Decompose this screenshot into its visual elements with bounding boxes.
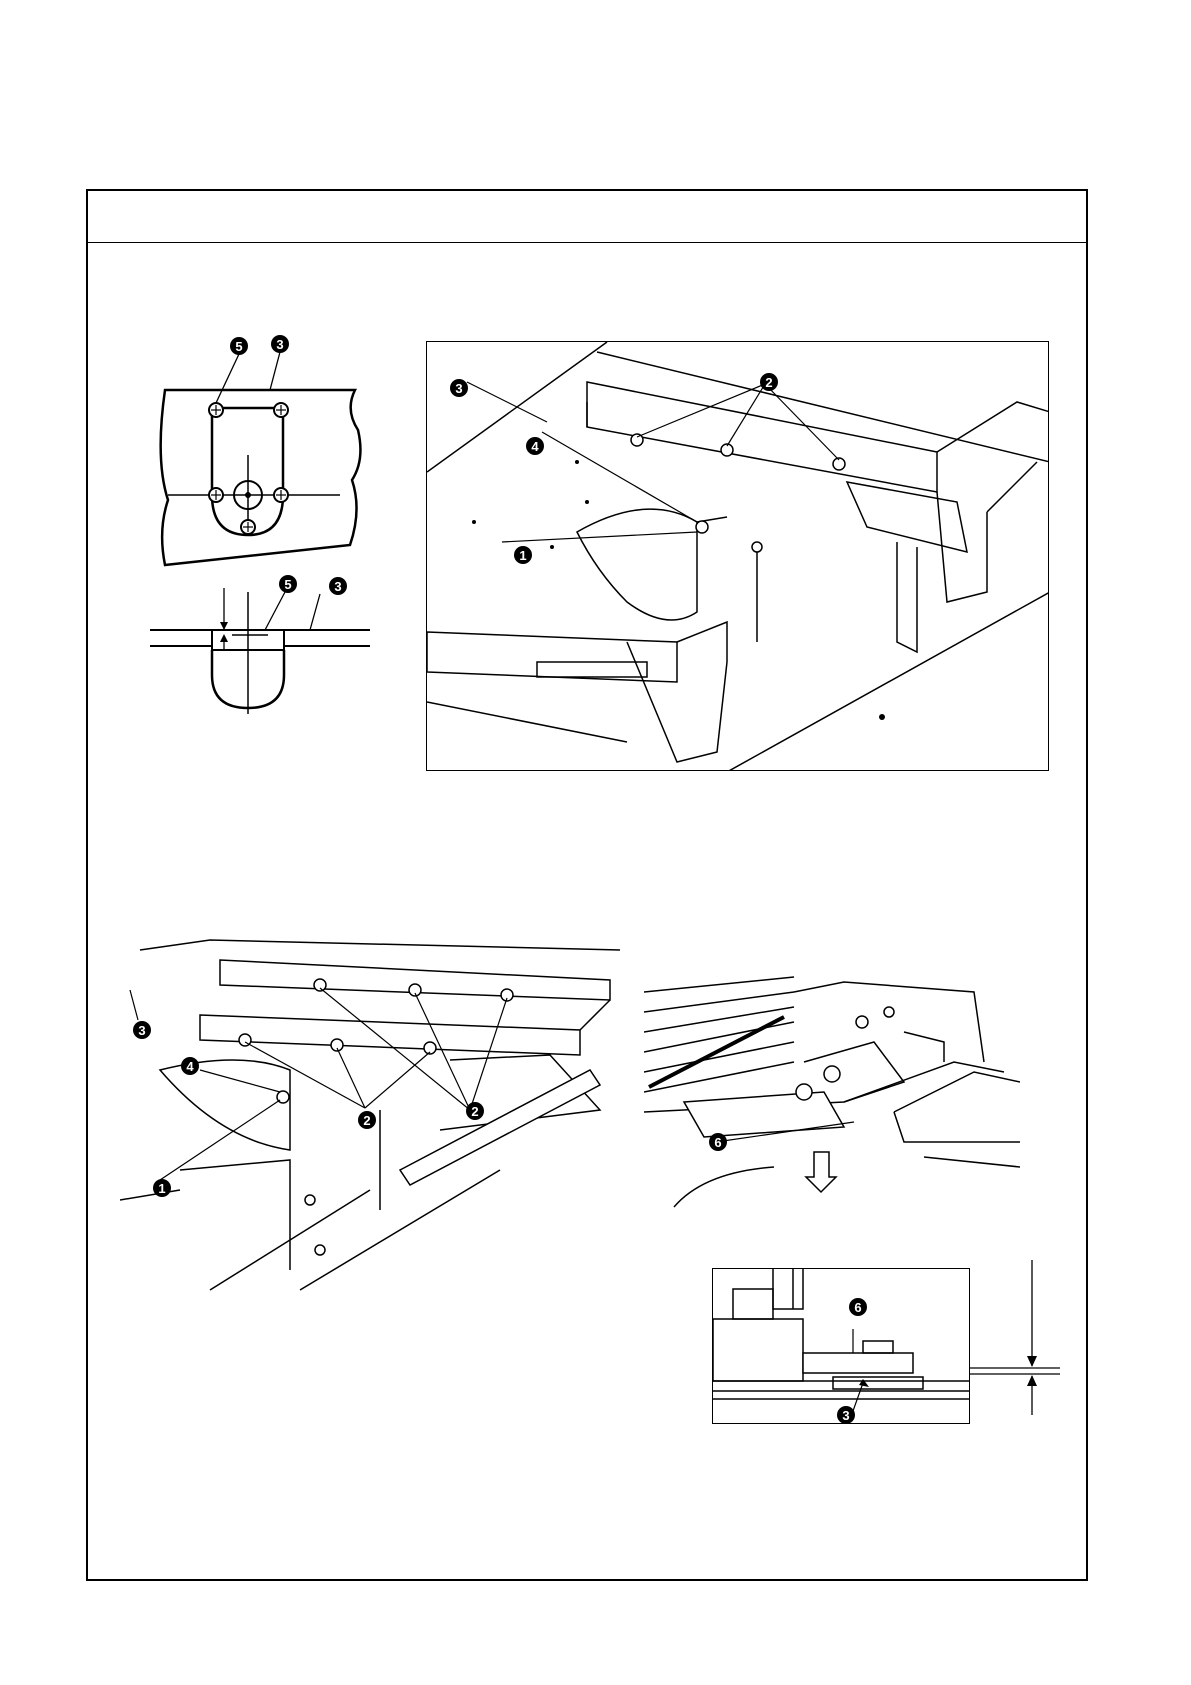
clearance-dimension-drawing <box>970 1260 1060 1420</box>
svg-text:3: 3 <box>842 1408 849 1423</box>
svg-text:3: 3 <box>334 579 341 594</box>
dimension-arrow-up-icon <box>1027 1375 1037 1386</box>
callout-2: 2 <box>760 373 778 391</box>
figure-perspective-bottom: 3 4 2 2 1 <box>120 930 620 1310</box>
callout-3-top: 3 <box>271 335 289 353</box>
callout-3: 3 <box>133 1021 151 1039</box>
schematic-drawing: 5 3 5 3 <box>140 330 380 720</box>
svg-text:2: 2 <box>363 1113 370 1128</box>
svg-text:1: 1 <box>519 548 526 563</box>
svg-text:6: 6 <box>714 1135 721 1150</box>
svg-text:3: 3 <box>138 1023 145 1038</box>
figure-detail: 6 <box>644 972 1020 1212</box>
figure-perspective-top: 3 2 4 1 <box>426 341 1049 771</box>
perspective-bottom-drawing: 3 4 2 2 1 <box>120 930 620 1310</box>
callout-1: 1 <box>514 546 532 564</box>
clearance-drawing: 6 3 <box>713 1269 970 1424</box>
callout-4: 4 <box>526 437 544 455</box>
perspective-top-drawing: 3 2 4 1 <box>427 342 1049 771</box>
callout-6: 6 <box>849 1298 867 1316</box>
dimension-arrow-down-icon <box>1027 1356 1037 1367</box>
callout-2-left: 2 <box>358 1111 376 1129</box>
callout-4: 4 <box>181 1057 199 1075</box>
callout-5-section: 5 <box>279 575 297 593</box>
svg-text:5: 5 <box>284 577 291 592</box>
direction-arrow-icon <box>806 1152 836 1192</box>
svg-text:4: 4 <box>531 439 539 454</box>
callout-6: 6 <box>709 1133 727 1151</box>
svg-text:6: 6 <box>854 1300 861 1315</box>
svg-text:3: 3 <box>276 337 283 352</box>
callout-5-top: 5 <box>230 337 248 355</box>
svg-text:2: 2 <box>471 1104 478 1119</box>
figure-schematic: 5 3 5 3 <box>140 330 380 720</box>
detail-drawing: 6 <box>644 972 1020 1212</box>
callout-2-right: 2 <box>466 1102 484 1120</box>
figure-clearance: 6 3 <box>712 1268 970 1424</box>
svg-text:3: 3 <box>455 381 462 396</box>
header-rule <box>88 242 1086 243</box>
callout-1: 1 <box>153 1179 171 1197</box>
callout-3-section: 3 <box>329 577 347 595</box>
callout-3: 3 <box>450 379 468 397</box>
svg-text:2: 2 <box>765 375 772 390</box>
clearance-dimension <box>970 1260 1060 1420</box>
svg-text:4: 4 <box>186 1059 194 1074</box>
svg-text:5: 5 <box>235 339 242 354</box>
svg-text:1: 1 <box>158 1181 165 1196</box>
callout-3: 3 <box>837 1406 855 1424</box>
